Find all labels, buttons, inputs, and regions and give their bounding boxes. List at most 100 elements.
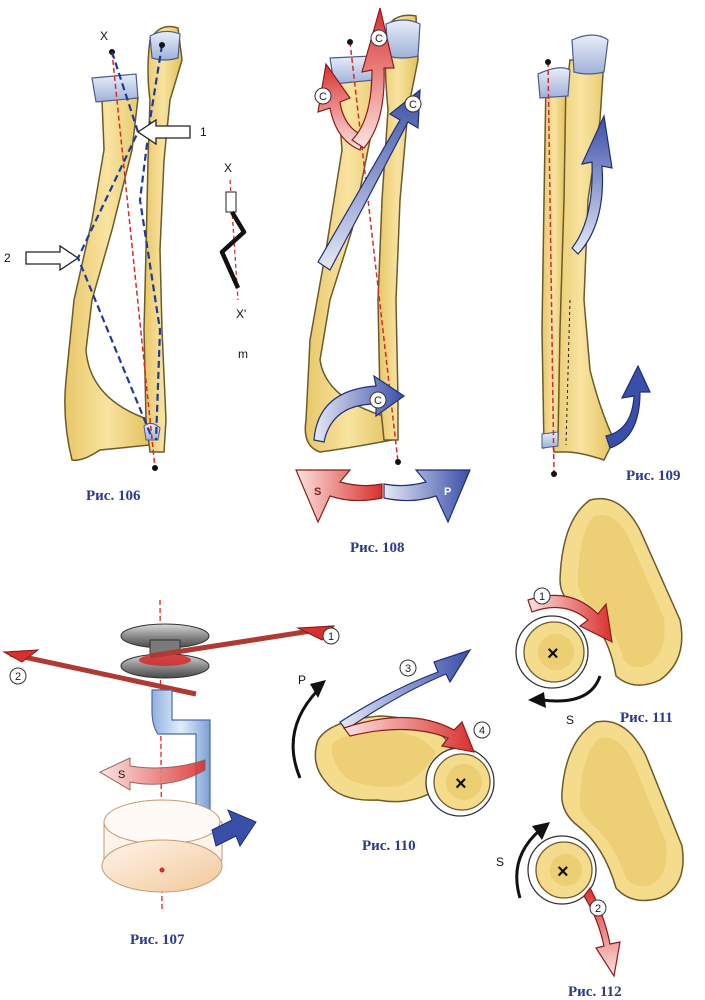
pronation-arc-tip: [310, 680, 326, 698]
cord-2: [9, 651, 197, 697]
inset-x-label: X: [224, 161, 232, 175]
pronation-axis: [111, 51, 156, 469]
figure-111: × 1 S Рис. 111: [515, 497, 683, 727]
pointer-1-label: 1: [200, 125, 207, 139]
inset-x-prime-label: X': [236, 307, 246, 321]
c-label-top-mid: C: [375, 33, 383, 45]
pointer-arrow-2: [25, 244, 80, 272]
c-label-circle: [369, 391, 387, 409]
blue-arrow-3: [339, 648, 472, 731]
supination-arc: [541, 675, 602, 703]
arrow-4-marker: [473, 721, 491, 739]
radius-bone: [304, 67, 393, 453]
blue-rotation-arrow-top: [571, 113, 613, 255]
supination-arc-tip: [528, 692, 546, 708]
arrow-3-label: 3: [405, 663, 411, 675]
cord-1-label: 1: [328, 631, 334, 643]
axis-bottom-point: [395, 459, 401, 465]
axis-bottom-point: [152, 465, 158, 471]
base-center: [159, 867, 165, 873]
bent-pipe: [151, 689, 211, 849]
figure-112: × S 2 Рис. 112: [496, 720, 684, 1000]
c-label-top-left: C: [319, 91, 327, 103]
radial-head-inner: [446, 764, 482, 800]
top-cartilage: [537, 67, 571, 99]
supination-label: S: [314, 486, 321, 498]
arrow-2-marker: [589, 899, 607, 917]
figure-109: Рис. 109: [537, 34, 680, 484]
blue-rotation-arrow-bottom: [605, 364, 651, 449]
fig110-caption: Рис. 110: [362, 838, 416, 854]
inset-segment-box: [225, 191, 237, 213]
pronation-label: P: [298, 673, 306, 687]
cord-2-marker: [9, 667, 27, 685]
ulna-notch-inner: [577, 515, 665, 668]
inset-bent-rod: [219, 210, 247, 289]
red-curved-arrow-left: [317, 62, 365, 151]
cord-1-marker: [322, 627, 340, 645]
rotation-s-label: S: [118, 769, 125, 781]
cord-1: [149, 625, 331, 659]
ulna-top-cartilage: [149, 30, 181, 61]
rotation-center-mark: ×: [547, 643, 559, 665]
axis-top-label: X: [100, 29, 108, 43]
arrow-3-marker: [399, 659, 417, 677]
red-arrow-4: [343, 716, 475, 753]
rotation-s-label: S: [566, 713, 574, 727]
figure-106: X 1 2 Рис. 106: [4, 25, 207, 504]
axis-top-point: [545, 59, 551, 65]
radial-head-inner: [538, 634, 574, 670]
pronation-arrow: [383, 469, 471, 524]
fig106-caption: Рис. 106: [86, 488, 141, 504]
fig111-caption: Рис. 111: [620, 710, 673, 726]
blue-outflow-arrow: [211, 809, 257, 848]
distal-cartilage: [541, 431, 559, 449]
axis-bottom-point: [551, 471, 557, 477]
arrow-1-marker: [533, 587, 551, 605]
rotation-center-mark: ×: [557, 861, 569, 883]
pronation-arc: [291, 688, 320, 779]
radius-curvature-line: [76, 51, 154, 439]
ulna-top-cartilage: [571, 34, 609, 75]
ulna-curvature-line: [138, 44, 164, 441]
ulna-hidden-edge: [565, 299, 571, 446]
supination-arrow: [295, 469, 383, 524]
fig107-caption: Рис. 107: [130, 932, 185, 948]
supination-arc: [515, 828, 541, 899]
c-label-circle: [370, 29, 388, 47]
axis-top-point: [347, 39, 353, 45]
pronation-label: P: [444, 486, 451, 498]
fig108-caption: Рис. 108: [350, 540, 404, 556]
inset-m-label: m: [238, 347, 248, 361]
rotation-axis: [547, 61, 555, 475]
ulna-bone: [143, 25, 183, 453]
base-cylinder-bottom: [101, 839, 223, 893]
c-label-circle: [314, 87, 332, 105]
inset-diagram: X X' m: [219, 161, 248, 361]
red-arrow-1: [527, 594, 613, 644]
pointer-arrow-1: [136, 118, 191, 146]
figure-108: C C C C S P Рис. 108: [295, 7, 471, 556]
humerus-inner: [331, 730, 436, 787]
c-label-circle: [404, 95, 422, 113]
rotation-arrow-s: [98, 757, 206, 791]
figure-107: 1 2 S Рис. 107: [2, 599, 340, 948]
ulna-notch-inner: [579, 737, 667, 886]
arrow-4-label: 4: [479, 725, 485, 737]
fig109-caption: Рис. 109: [626, 468, 680, 484]
arrow-2-label: 2: [595, 903, 601, 915]
fig112-caption: Рис. 112: [568, 984, 622, 1000]
ulna-top-cartilage: [385, 19, 421, 59]
radius-bone: [64, 97, 151, 462]
base-cylinder-top: [103, 799, 221, 845]
arrow-1-label: 1: [539, 591, 545, 603]
supination-arc-tip: [532, 822, 550, 840]
cord-2-tip: [2, 649, 40, 663]
rotation-s-label: S: [496, 855, 504, 869]
radial-head-inner: [550, 854, 582, 886]
figure-110: P × 3 4 Рис. 110: [291, 648, 495, 854]
c-label-right: C: [409, 99, 417, 111]
cord-2-label: 2: [15, 671, 21, 683]
ulna-top-point: [159, 42, 165, 48]
